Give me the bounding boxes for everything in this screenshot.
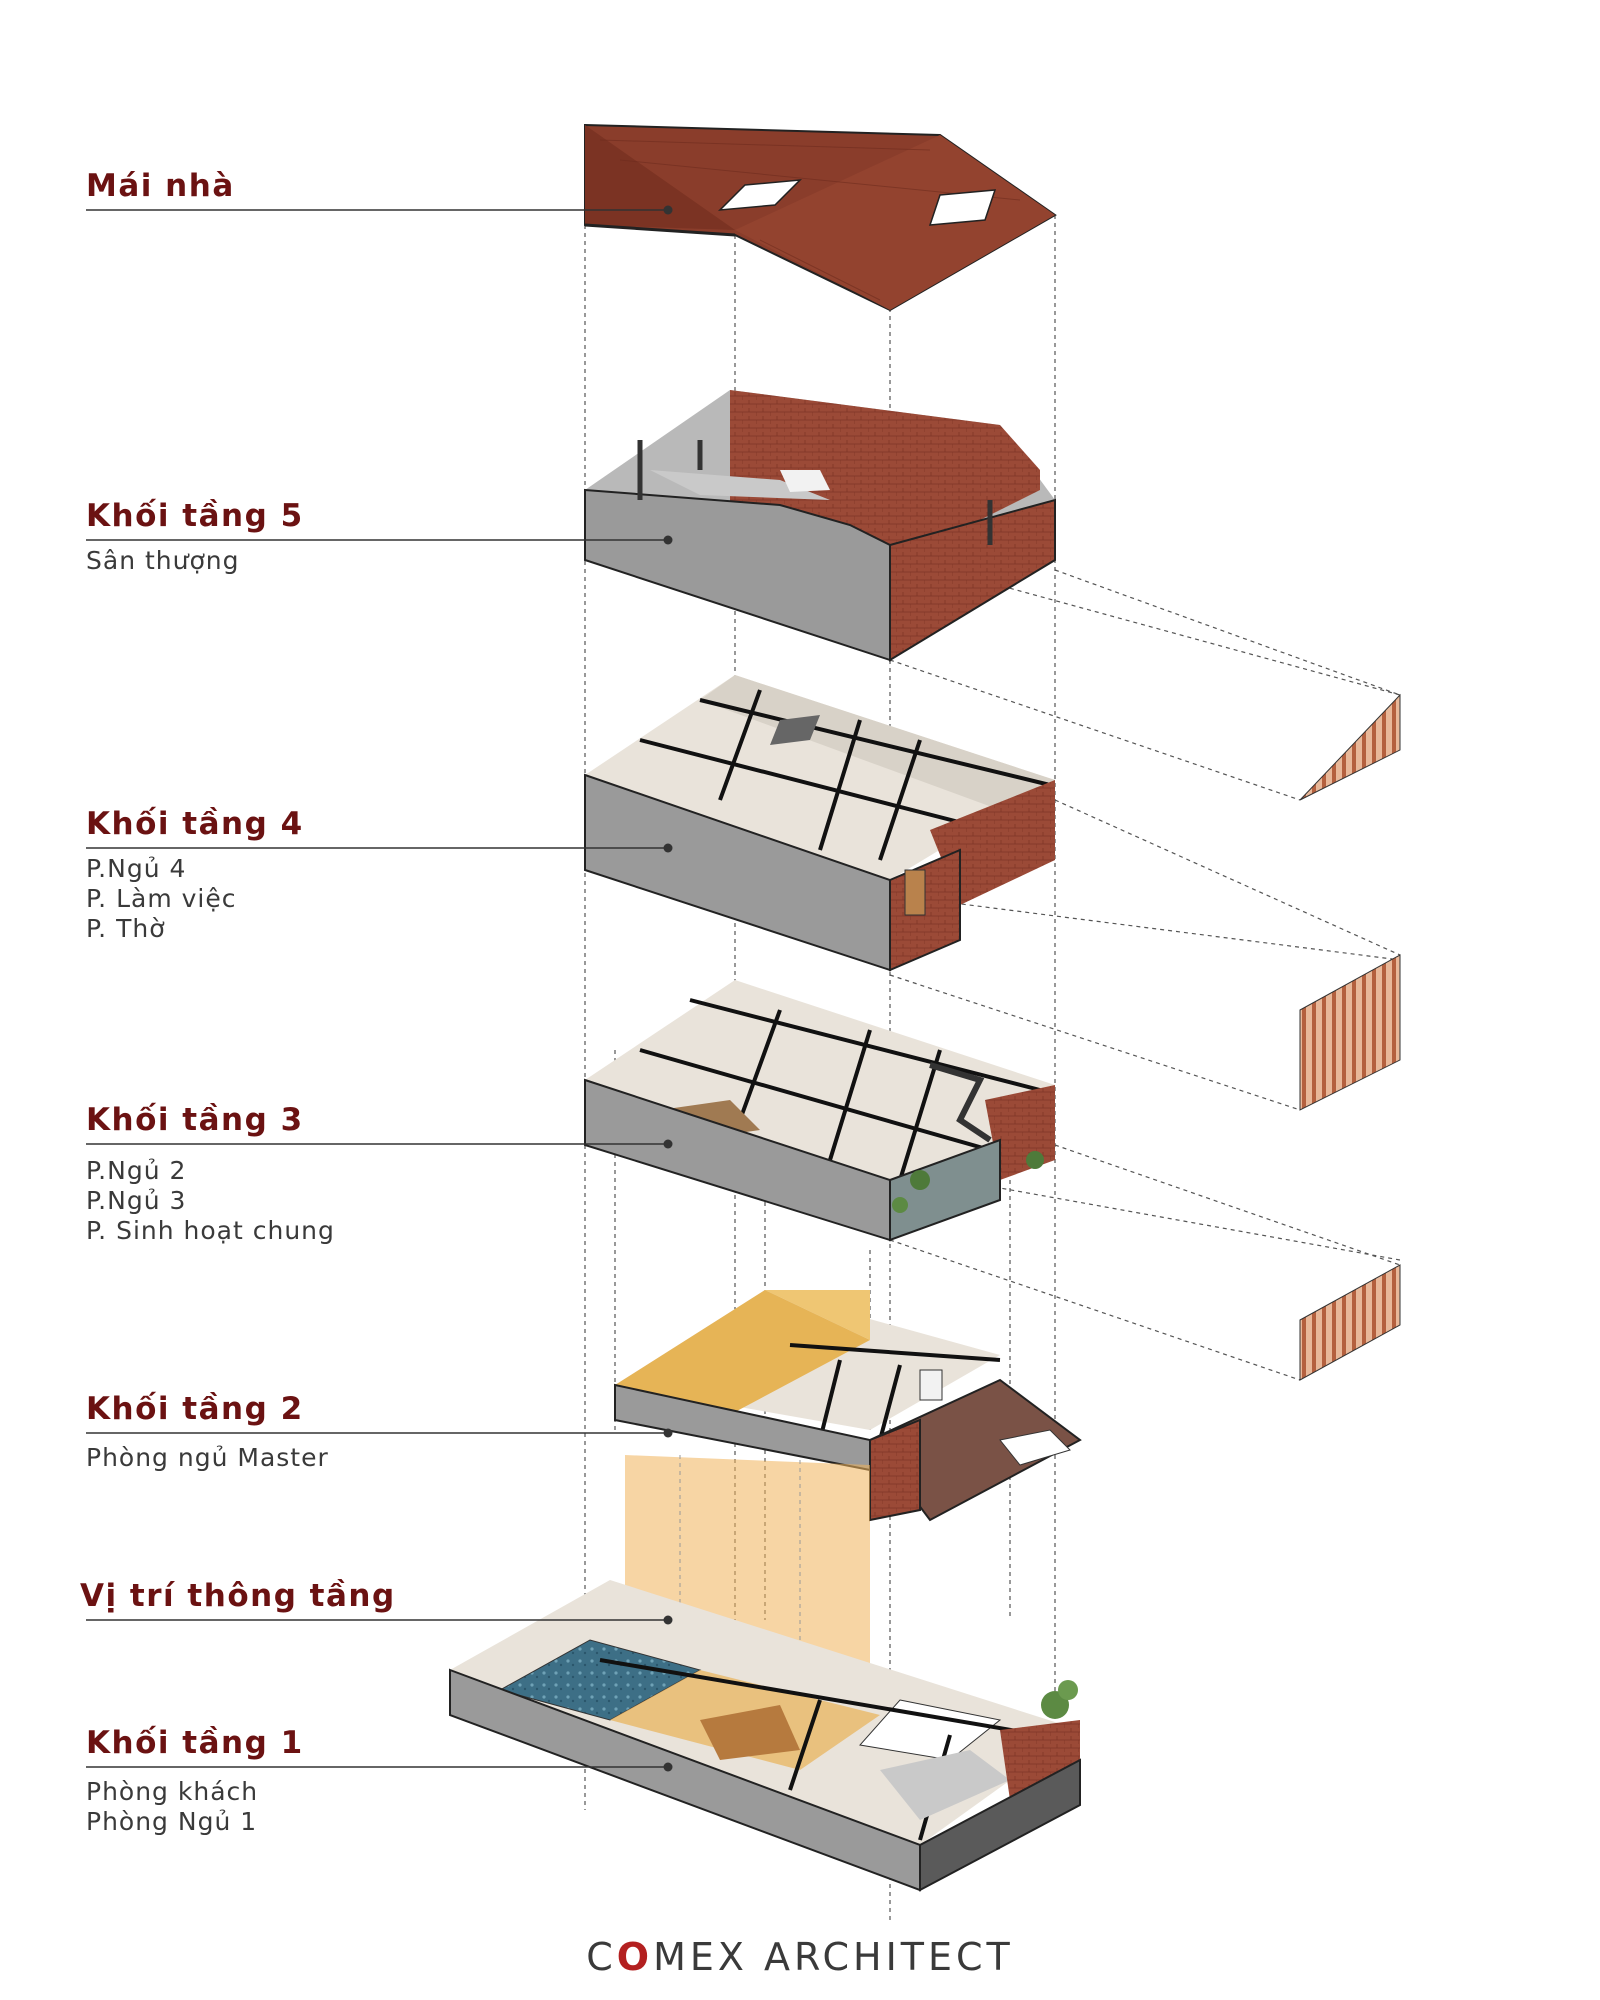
brick-screen-middle	[1299, 954, 1401, 1111]
label-item: P.Ngủ 2	[86, 1156, 187, 1185]
label-roof: Mái nhà	[86, 166, 235, 206]
label-item: P. Sinh hoạt chung	[86, 1216, 335, 1245]
label-title: Khối tầng 1	[86, 1725, 304, 1761]
brick-screen-upper	[1299, 693, 1401, 801]
brand-text-end: MEX ARCHITECT	[653, 1935, 1014, 1979]
label-atrium: Vị trí thông tầng	[80, 1576, 396, 1616]
leader-dots	[663, 205, 673, 1772]
label-item: P. Thờ	[86, 914, 166, 943]
label-item: Sân thượng	[86, 546, 240, 575]
brand-text-start: C	[586, 1935, 617, 1979]
brand-o-mark: O	[616, 1935, 654, 1979]
label-floor-2: Khối tầng 2 Phòng ngủ Master	[86, 1389, 329, 1473]
label-floor-5: Khối tầng 5 Sân thượng	[86, 496, 304, 576]
label-title: Khối tầng 5	[86, 498, 304, 534]
leader-lines	[86, 209, 668, 1768]
label-item: P.Ngủ 4	[86, 854, 187, 883]
brick-screen-lower	[1299, 1264, 1401, 1381]
label-item: Phòng khách	[86, 1777, 259, 1806]
roof-block	[584, 123, 1057, 312]
label-item: Phòng Ngủ 1	[86, 1807, 258, 1836]
label-floor-1: Khối tầng 1 Phòng khách Phòng Ngủ 1	[86, 1723, 304, 1837]
label-floor-4: Khối tầng 4 P.Ngủ 4 P. Làm việc P. Thờ	[86, 804, 304, 944]
label-item: P.Ngủ 3	[86, 1186, 187, 1215]
label-floor-3: Khối tầng 3 P.Ngủ 2 P.Ngủ 3 P. Sinh hoạt…	[86, 1100, 335, 1246]
label-title: Mái nhà	[86, 168, 235, 204]
floor-2-block	[614, 1290, 1082, 1522]
floor-5-block	[584, 390, 1056, 662]
floor-1-block	[449, 1580, 1081, 1892]
label-item: P. Làm việc	[86, 884, 237, 913]
label-title: Khối tầng 4	[86, 806, 304, 842]
brand-footer: COMEX ARCHITECT	[0, 1935, 1600, 1979]
label-title: Vị trí thông tầng	[80, 1578, 396, 1614]
label-title: Khối tầng 3	[86, 1102, 304, 1138]
label-title: Khối tầng 2	[86, 1391, 304, 1427]
label-item: Phòng ngủ Master	[86, 1443, 329, 1472]
floor-4-block	[584, 675, 1055, 972]
floor-3-block	[584, 980, 1055, 1242]
